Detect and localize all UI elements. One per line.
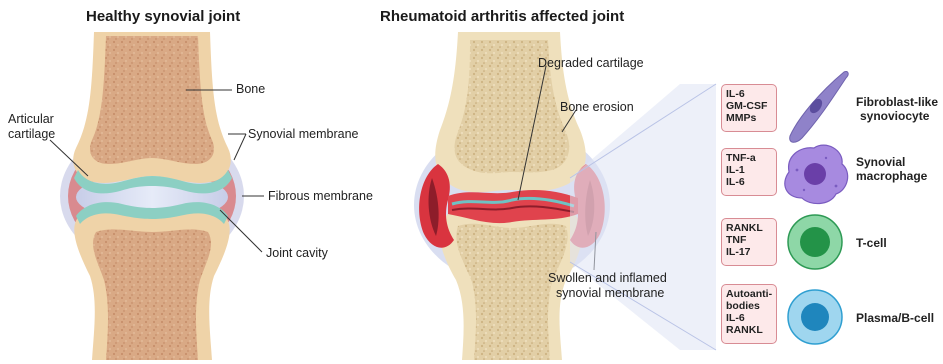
zoom-wedge — [570, 84, 716, 350]
cell-label-line: macrophage — [856, 169, 927, 183]
cell-label-bcell: Plasma/B-cell — [856, 311, 934, 325]
cytokine-text: TNF — [726, 234, 772, 246]
cell-label-line: synoviocyte — [856, 109, 938, 123]
cytokine-text: RANKL — [726, 222, 772, 234]
label-bone: Bone — [236, 82, 265, 97]
lower-marrow-shape — [93, 229, 211, 360]
cytokine-text: IL-6 — [726, 88, 772, 100]
degraded-cartilage-band — [448, 190, 578, 223]
cytokine-text: IL-6 — [726, 312, 772, 324]
label-swollen-1: Swollen and inflamed — [548, 271, 667, 286]
fibroblast-cell — [790, 71, 848, 142]
t-cell — [788, 215, 842, 269]
cytokine-text: IL-6 — [726, 176, 772, 188]
label-articular: Articular — [8, 112, 54, 127]
macrophage-cell — [785, 145, 848, 203]
cell-label-macrophage: Synovial macrophage — [856, 155, 927, 183]
cytokine-text: TNF-a — [726, 152, 772, 164]
label-bone-erosion: Bone erosion — [560, 100, 634, 115]
cytokine-text: GM-CSF — [726, 100, 772, 112]
label-fibrous-membrane: Fibrous membrane — [268, 189, 373, 204]
label-cartilage: cartilage — [8, 127, 55, 142]
cytokine-text: IL-17 — [726, 246, 772, 258]
cytokine-box-bcell: Autoanti- bodies IL-6 RANKL — [721, 284, 777, 344]
cell-label-fibroblast: Fibroblast-like synoviocyte — [856, 95, 938, 123]
healthy-joint — [50, 32, 264, 360]
cytokine-text: IL-1 — [726, 164, 772, 176]
cell-label-tcell: T-cell — [856, 236, 887, 250]
cytokine-box-tcell: RANKL TNF IL-17 — [721, 218, 777, 266]
cytokine-box-fibroblast: IL-6 GM-CSF MMPs — [721, 84, 777, 132]
label-joint-cavity: Joint cavity — [266, 246, 328, 261]
cytokine-text: MMPs — [726, 112, 772, 124]
cytokine-text: Autoanti- — [726, 288, 772, 300]
cytokine-text: RANKL — [726, 324, 772, 336]
cell-label-line: Synovial — [856, 155, 927, 169]
cytokine-text: bodies — [726, 300, 772, 312]
label-synovial-membrane: Synovial membrane — [248, 127, 358, 142]
label-swollen-2: synovial membrane — [556, 286, 664, 301]
cytokine-box-macrophage: TNF-a IL-1 IL-6 — [721, 148, 777, 196]
cell-label-line: Fibroblast-like — [856, 95, 938, 109]
upper-marrow-shape — [90, 36, 214, 164]
ra-joint-title: Rheumatoid arthritis affected joint — [380, 8, 624, 25]
healthy-joint-title: Healthy synovial joint — [86, 8, 240, 25]
b-cell — [788, 290, 842, 344]
label-degraded-cartilage: Degraded cartilage — [538, 56, 644, 71]
